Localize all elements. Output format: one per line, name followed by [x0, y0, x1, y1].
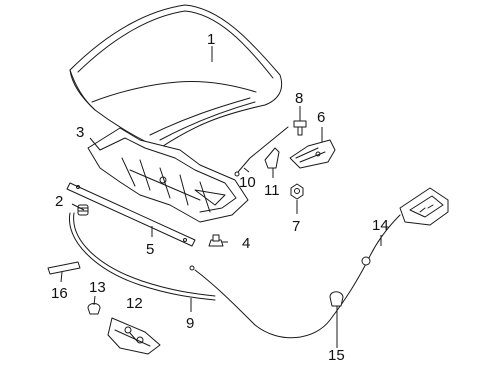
prop-rod [234, 126, 289, 177]
callout-1: 1 [207, 31, 215, 48]
callout-5: 5 [146, 241, 154, 258]
callout-7: 7 [292, 218, 300, 235]
clip [208, 234, 224, 247]
callout-8: 8 [295, 90, 303, 107]
callout-6: 6 [317, 109, 325, 126]
leader-13 [93, 295, 96, 306]
callout-9: 9 [186, 315, 194, 332]
release-handle [399, 187, 449, 226]
callout-10: 10 [239, 174, 256, 191]
hood-latch [107, 317, 161, 355]
callout-4: 4 [242, 235, 250, 252]
prop-rod-clip [264, 147, 280, 169]
reinforcement-plate [47, 261, 81, 275]
pin [87, 303, 101, 315]
nut [290, 183, 304, 200]
hood-seal-strip [66, 182, 196, 247]
callout-14: 14 [372, 217, 389, 234]
callout-15: 15 [328, 347, 345, 360]
hinge-bracket [289, 139, 336, 169]
callout-3: 3 [76, 124, 84, 141]
hood-panel [69, 4, 283, 149]
leader-12 [129, 332, 138, 342]
callout-11: 11 [264, 182, 280, 199]
callout-16: 16 [51, 285, 68, 302]
callout-2: 2 [55, 193, 63, 210]
callout-13: 13 [89, 279, 106, 296]
release-cable [189, 214, 401, 339]
weather-strip [68, 212, 216, 301]
bolt [293, 120, 307, 136]
leader-10 [243, 167, 250, 173]
leader-16 [60, 271, 63, 283]
leader-2 [71, 203, 85, 211]
grommet [329, 291, 344, 307]
callout-12: 12 [126, 295, 143, 312]
hood-inner-frame [87, 127, 249, 223]
leader-3 [89, 137, 101, 151]
